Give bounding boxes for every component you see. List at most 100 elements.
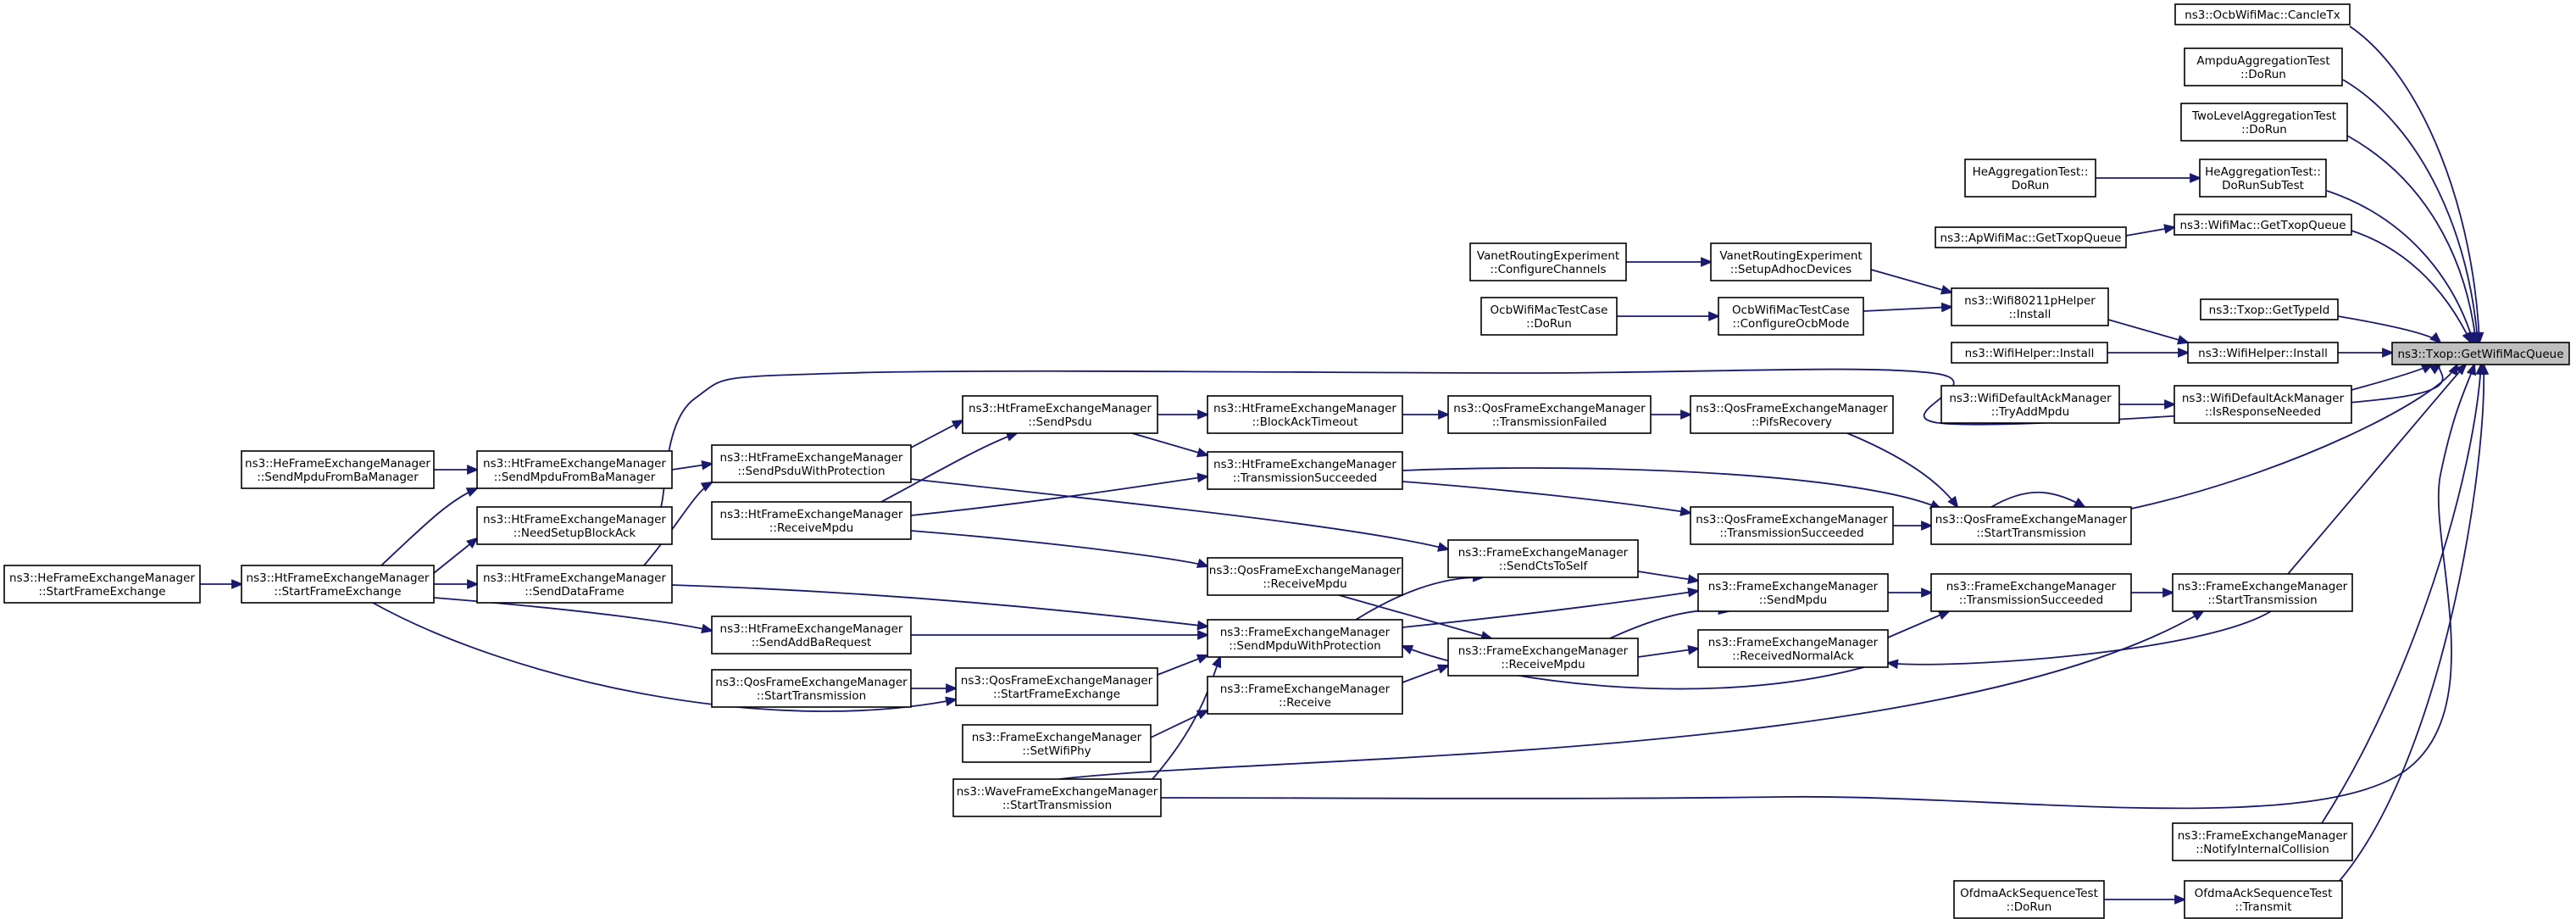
function-node-qos_starttx[interactable]: ns3::QosFrameExchangeManager::StartTrans… <box>1930 506 2132 545</box>
arrow-head <box>2174 894 2187 905</box>
arrow-head <box>1436 664 1451 674</box>
edge-ht_startfe-to-ht_needsetupba <box>433 537 479 574</box>
node-box <box>711 501 912 540</box>
function-node-ap_gettxop[interactable]: ns3::ApWifiMac::GetTxopQueue <box>1935 226 2127 248</box>
edge-wifimac_gettxop-to-root <box>2351 230 2473 345</box>
function-node-txop_typeid[interactable]: ns3::Txop::GetTypeId <box>2200 298 2339 320</box>
function-node-wave_starttx[interactable]: ns3::WaveFrameExchangeManager::StartTran… <box>952 778 1162 817</box>
edge-line <box>1402 645 1865 690</box>
node-label: ::SendMpdu <box>1759 593 1827 607</box>
edge-qos_txsucceeded-to-qos_starttx <box>1893 521 1934 531</box>
function-node-fem_sendctstoself[interactable]: ns3::FrameExchangeManager::SendCtsToSelf <box>1447 539 1639 578</box>
edge-line <box>1887 610 1950 638</box>
node-label: ns3::OcbWifiMac::CancleTx <box>2185 8 2340 22</box>
function-node-he_sendmpdufromba[interactable]: ns3::HeFrameExchangeManager::SendMpduFro… <box>241 450 435 489</box>
arrow-head <box>1885 659 1899 670</box>
function-node-wifihelper_install_a[interactable]: ns3::WifiHelper::Install <box>1951 342 2108 364</box>
node-label: ::TransmissionSucceeded <box>1233 471 1377 485</box>
function-node-qos_starttx2[interactable]: ns3::QosFrameExchangeManager::StartTrans… <box>711 669 912 708</box>
node-label: ns3::FrameExchangeManager <box>1220 682 1391 696</box>
edge-line <box>1160 364 2475 810</box>
node-box <box>1940 385 2120 424</box>
root-function-node[interactable]: ns3::Txop::GetWifiMacQueue <box>2391 342 2570 365</box>
edge-line <box>1150 710 1208 738</box>
node-label: DoRunSubTest <box>2222 179 2304 192</box>
edge-fem_receivempdu-to-fem_receivednormalack <box>1637 644 1701 658</box>
function-node-fem_receive[interactable]: ns3::FrameExchangeManager::Receive <box>1207 676 1403 715</box>
function-node-qos_txsucceeded[interactable]: ns3::QosFrameExchangeManager::Transmissi… <box>1690 506 1894 545</box>
arrow-head <box>2382 348 2395 358</box>
function-node-wifi80211p_install[interactable]: ns3::Wifi80211pHelper::Install <box>1951 287 2109 326</box>
edge-ofdma_dorun-to-ofdma_transmit <box>2104 894 2187 905</box>
function-node-ht_needsetupba[interactable]: ns3::HtFrameExchangeManager::NeedSetupBl… <box>476 506 673 545</box>
node-label: ::SetupAdhocDevices <box>1730 263 1852 276</box>
function-node-qos_txfailed[interactable]: ns3::QosFrameExchangeManager::Transmissi… <box>1447 395 1652 434</box>
function-node-fem_notifyinternal[interactable]: ns3::FrameExchangeManager::NotifyInterna… <box>2172 822 2353 861</box>
arrow-head <box>2190 173 2202 183</box>
edge-ht_blockacktimeout-to-qos_txfailed <box>1402 409 1451 420</box>
arrow-head <box>1708 311 1721 321</box>
edge-qos_startfe-to-fem_sendmpduwithprot <box>1157 654 1210 676</box>
node-label: AmpduAggregationTest <box>2196 54 2329 68</box>
function-node-fem_txsucceeded[interactable]: ns3::FrameExchangeManager::TransmissionS… <box>1930 573 2132 612</box>
function-node-ht_txsucceeded[interactable]: ns3::HtFrameExchangeManager::Transmissio… <box>1207 451 1403 490</box>
function-node-ack_isresponse[interactable]: ns3::WifiDefaultAckManager::IsResponseNe… <box>2174 385 2352 424</box>
node-box <box>1207 395 1403 434</box>
node-label: ns3::FrameExchangeManager <box>1708 636 1879 649</box>
function-node-ocbtest_dorun[interactable]: OcbWifiMacTestCase::DoRun <box>1480 297 1618 336</box>
function-node-ht_startfe[interactable]: ns3::HtFrameExchangeManager::StartFrameE… <box>241 565 435 604</box>
function-node-vanet_channels[interactable]: VanetRoutingExperiment::ConfigureChannel… <box>1469 242 1627 281</box>
arrow-head <box>1197 630 1210 640</box>
arrow-head <box>1921 521 1934 531</box>
function-node-ht_sendpsduwithprot[interactable]: ns3::HtFrameExchangeManager::SendPsduWit… <box>711 444 912 483</box>
node-label: DoRun <box>2012 179 2050 192</box>
node-label: ns3::FrameExchangeManager <box>2178 580 2348 593</box>
edge-ht_receivempdu-to-qos_receivempdu <box>910 530 1210 568</box>
function-node-ht_receivempdu[interactable]: ns3::HtFrameExchangeManager::ReceiveMpdu <box>711 501 912 540</box>
node-label: ::TransmissionSucceeded <box>1719 526 1863 540</box>
function-node-he_agg_dorun[interactable]: HeAggregationTest::DoRun <box>1964 159 2096 198</box>
function-node-ocb_cancle[interactable]: ns3::OcbWifiMac::CancleTx <box>2174 3 2351 25</box>
function-node-ofdma_dorun[interactable]: OfdmaAckSequenceTest::DoRun <box>1953 880 2105 919</box>
node-box <box>1447 395 1652 434</box>
node-box <box>1951 287 2109 326</box>
function-node-fem_starttx[interactable]: ns3::FrameExchangeManager::StartTransmis… <box>2172 573 2353 612</box>
arrow-head <box>467 579 480 589</box>
arrow-head <box>466 537 479 549</box>
node-label: ns3::Txop::GetTypeId <box>2209 304 2330 317</box>
function-node-fem_setwifiphy[interactable]: ns3::FrameExchangeManager::SetWifiPhy <box>962 724 1152 763</box>
function-node-ht_blockacktimeout[interactable]: ns3::HtFrameExchangeManager::BlockAckTim… <box>1207 395 1403 434</box>
function-node-ack_tryadd[interactable]: ns3::WifiDefaultAckManager::TryAddMpdu <box>1940 385 2120 424</box>
function-node-qos_pifsrecovery[interactable]: ns3::QosFrameExchangeManager::PifsRecove… <box>1690 395 1894 434</box>
edge-fem_receive-to-fem_receivempdu <box>1402 664 1451 683</box>
node-box <box>2391 342 2570 365</box>
function-node-fem_sendmpdu[interactable]: ns3::FrameExchangeManager::SendMpdu <box>1697 573 1889 612</box>
function-node-qos_receivempdu[interactable]: ns3::QosFrameExchangeManager::ReceiveMpd… <box>1207 557 1403 596</box>
function-node-vanet_adhoc[interactable]: VanetRoutingExperiment::SetupAdhocDevice… <box>1710 242 1872 281</box>
edge-line <box>2338 364 2485 883</box>
node-label: ::ReceiveMpdu <box>1501 658 1585 671</box>
node-label: ::Transmit <box>2235 900 2292 914</box>
function-node-ht_sendpsdu[interactable]: ns3::HtFrameExchangeManager::SendPsdu <box>962 395 1158 434</box>
function-node-fem_receivednormalack[interactable]: ns3::FrameExchangeManager::ReceivedNorma… <box>1697 629 1889 668</box>
function-node-ht_sendmpdufromba[interactable]: ns3::HtFrameExchangeManager::SendMpduFro… <box>476 450 673 489</box>
function-node-wifimac_gettxop[interactable]: ns3::WifiMac::GetTxopQueue <box>2174 214 2352 236</box>
function-node-ht_senddataframe[interactable]: ns3::HtFrameExchangeManager::SendDataFra… <box>476 565 673 604</box>
arrow-head <box>465 487 480 498</box>
function-node-ofdma_transmit[interactable]: OfdmaAckSequenceTest::Transmit <box>2184 880 2343 919</box>
function-node-qos_startfe[interactable]: ns3::QosFrameExchangeManager::StartFrame… <box>955 667 1158 706</box>
arrow-head <box>231 579 244 589</box>
function-node-wifihelper_install_b[interactable]: ns3::WifiHelper::Install <box>2187 342 2339 364</box>
function-node-he_agg_subtest[interactable]: HeAggregationTest::DoRunSubTest <box>2199 159 2327 198</box>
node-box <box>1930 573 2132 612</box>
function-node-twolevel_dorun[interactable]: TwoLevelAggregationTest::DoRun <box>2180 103 2348 142</box>
node-label: ::StartFrameExchange <box>38 585 165 599</box>
function-node-ocbtest_config[interactable]: OcbWifiMacTestCase::ConfigureOcbMode <box>1718 297 1864 336</box>
function-node-ampdu_dorun[interactable]: AmpduAggregationTest::DoRun <box>2184 47 2343 86</box>
edge-ht_sendpsdu-to-ht_txsucceeded <box>1131 432 1210 458</box>
function-node-he_startfe[interactable]: ns3::HeFrameExchangeManager::StartFrameE… <box>3 565 201 604</box>
function-node-fem_receivempdu[interactable]: ns3::FrameExchangeManager::ReceiveMpdu <box>1447 638 1639 677</box>
arrow-head <box>1197 409 1210 420</box>
function-node-ht_sendaddba[interactable]: ns3::HtFrameExchangeManager::SendAddBaRe… <box>711 615 912 654</box>
function-node-fem_sendmpduwithprot[interactable]: ns3::FrameExchangeManager::SendMpduWithP… <box>1207 619 1403 658</box>
